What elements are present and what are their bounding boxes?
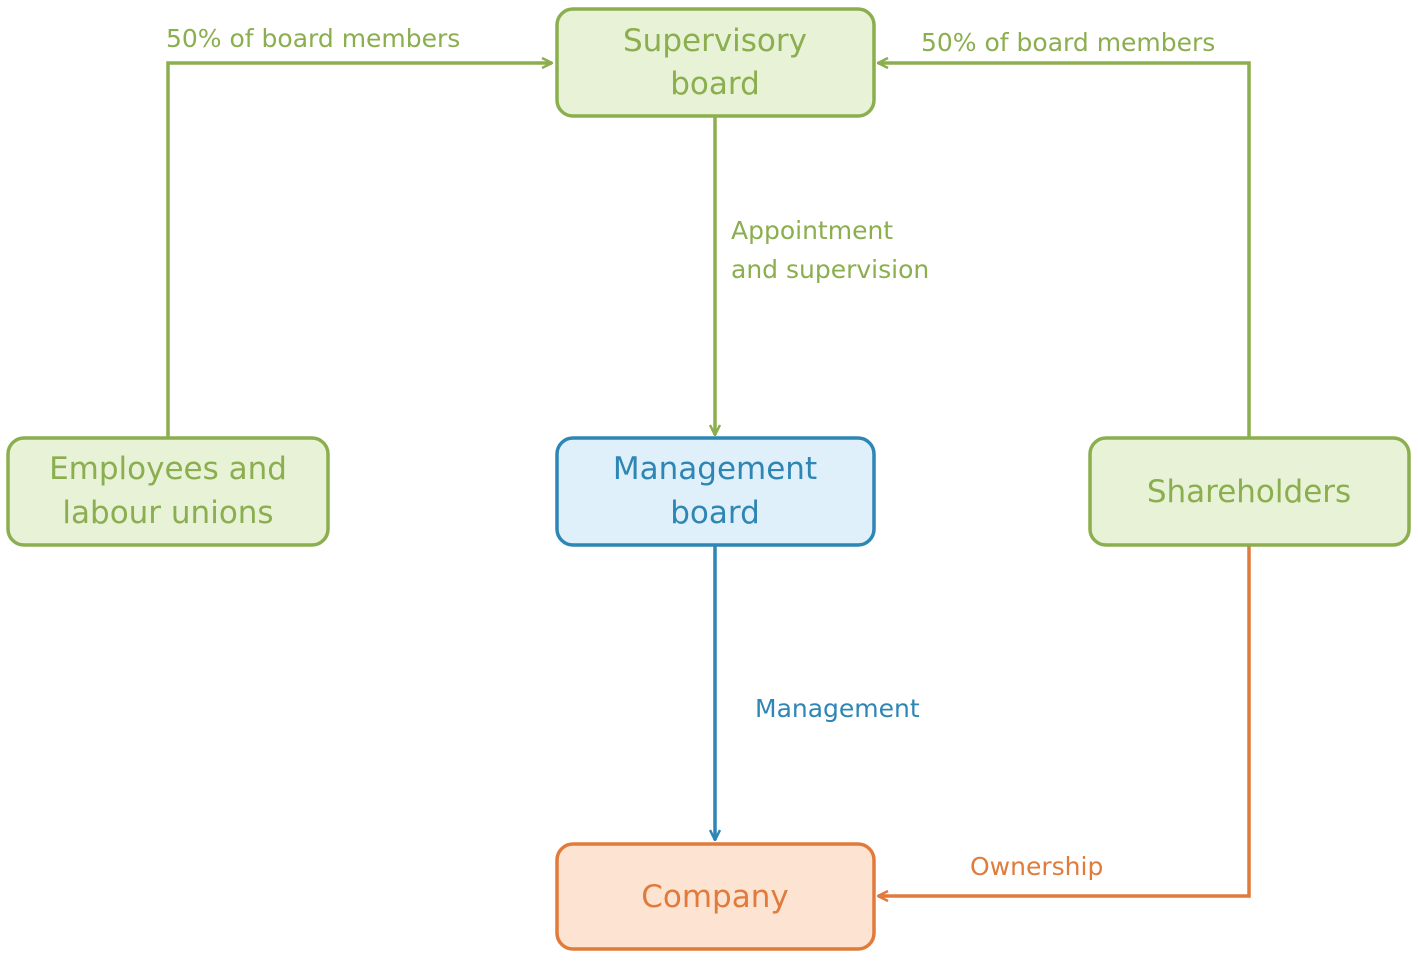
node-management-board: Management board	[555, 436, 876, 547]
edge-label-supervision: and supervision	[731, 255, 929, 284]
node-employees: Employees and labour unions	[6, 436, 330, 547]
node-management-board-line2: board	[670, 495, 760, 531]
node-supervisory-board-line1: Supervisory	[623, 23, 807, 59]
edge-label-ownership: Ownership	[970, 852, 1103, 881]
node-employees-line1: Employees and	[49, 451, 287, 487]
edge-shareholders-to-company	[878, 546, 1251, 896]
edge-label-appointment: Appointment	[731, 216, 893, 245]
edge-label-shareholders-to-supervisory: 50% of board members	[921, 28, 1215, 57]
node-management-board-line1: Management	[613, 451, 817, 487]
node-supervisory-board-line2: board	[670, 66, 760, 102]
edge-label-employees-to-supervisory: 50% of board members	[166, 24, 460, 53]
node-supervisory-board: Supervisory board	[555, 7, 876, 118]
node-shareholders: Shareholders	[1088, 436, 1411, 547]
node-employees-line2: labour unions	[62, 495, 273, 531]
node-shareholders-label: Shareholders	[1147, 474, 1351, 510]
edge-label-management: Management	[755, 694, 920, 723]
edge-shareholders-to-supervisory	[878, 63, 1251, 437]
edge-employees-to-supervisory	[166, 63, 552, 437]
node-company-label: Company	[641, 879, 788, 915]
node-company: Company	[555, 842, 876, 951]
